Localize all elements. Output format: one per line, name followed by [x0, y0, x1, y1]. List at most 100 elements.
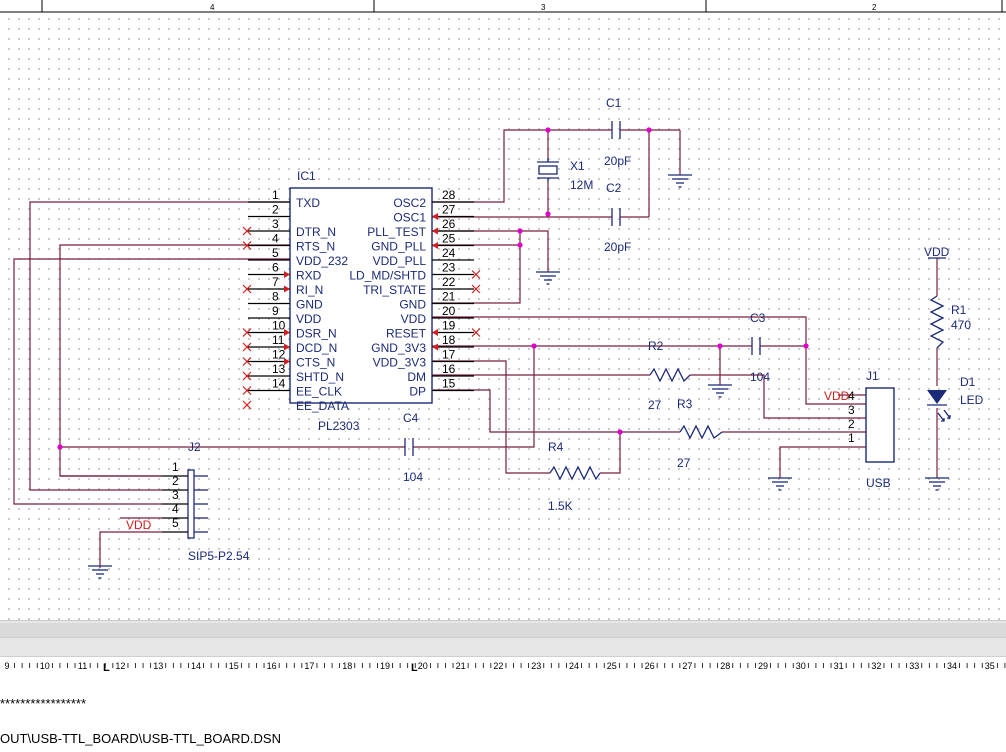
- ic1-pin-number: 22: [442, 275, 456, 289]
- pin-arrow: [432, 329, 438, 336]
- scroll-track[interactable]: [0, 623, 1006, 638]
- schematic-canvas[interactable]: 4 3 2: [0, 0, 1006, 620]
- capacitor-c1[interactable]: C1 20pF: [604, 96, 631, 168]
- ruler-tick-label: 35: [985, 661, 995, 671]
- pin-arrow: [432, 213, 438, 220]
- j2-pin: 5: [172, 516, 179, 530]
- zone-label: 3: [541, 3, 546, 12]
- capacitor-c4[interactable]: C4 104: [403, 411, 423, 484]
- ic1-pin-number: 23: [442, 261, 456, 275]
- ic1-pin-number: 17: [442, 348, 456, 362]
- r1-value: 470: [951, 318, 971, 332]
- j2-pin: 1: [172, 460, 179, 474]
- ic1-pin-number: 20: [442, 304, 456, 318]
- ic1-pin-name: GND: [296, 298, 323, 312]
- d1-ref: D1: [960, 375, 976, 389]
- ic1-pin-number: 10: [272, 319, 286, 333]
- ic1-pin-name: RI_N: [296, 283, 323, 297]
- ic1-pin-number: 28: [442, 188, 456, 202]
- j2-ref: J2: [188, 440, 201, 454]
- ic1-pin-name: VDD: [296, 312, 322, 326]
- j1-pin: 3: [848, 403, 855, 417]
- r1-ref: R1: [951, 303, 967, 317]
- ruler-tick-label: 31: [834, 661, 844, 671]
- r3-ref: R3: [677, 397, 693, 411]
- led-d1[interactable]: D1 LED: [927, 375, 984, 422]
- ic1-pin-number: 4: [272, 232, 279, 246]
- ic1[interactable]: IC1 PL2303 1TXD23DTR_N4RTS_N5VDD_2326RXD…: [242, 169, 481, 433]
- ic1-pin-name: PLL_TEST: [367, 225, 426, 239]
- ic1-pin-number: 12: [272, 348, 286, 362]
- ruler-tick-label: 27: [682, 661, 692, 671]
- wires: [13, 129, 938, 568]
- ruler-tick-label: 33: [909, 661, 919, 671]
- no-connect-mark: [242, 357, 252, 366]
- crystal-x1[interactable]: X1 12M: [537, 158, 593, 192]
- j2-pin: 4: [172, 502, 179, 516]
- c1-ref: C1: [606, 96, 622, 110]
- no-connect-mark: [242, 342, 252, 352]
- capacitor-c3[interactable]: C3 104: [750, 311, 770, 384]
- ruler-tick-label: 13: [153, 661, 163, 671]
- ruler-tick-label: 23: [531, 661, 541, 671]
- c2-ref: C2: [606, 181, 622, 195]
- horizontal-scrollbar[interactable]: [0, 620, 1006, 657]
- pin-arrow: [432, 343, 438, 351]
- resistor-r4[interactable]: R4 1.5K: [548, 440, 601, 513]
- r4-value: 1.5K: [548, 499, 573, 513]
- ic1-pin-number: 1: [272, 188, 279, 202]
- ic1-pin-name: OSC2: [393, 196, 426, 210]
- ruler-tick-label: 20: [418, 661, 428, 671]
- ic1-left-pins: 1TXD23DTR_N4RTS_N5VDD_2326RXD7RI_N8GND9V…: [242, 188, 349, 413]
- ic1-pin-name: TXD: [296, 196, 320, 210]
- ruler-tick-label: 17: [304, 661, 314, 671]
- ruler-tick-label: 16: [267, 661, 277, 671]
- schematic-diagram: 4 3 2: [0, 0, 1006, 579]
- ic1-pin-number: 16: [442, 362, 456, 376]
- ic1-pin-name: EE_DATA: [296, 399, 349, 413]
- ruler-tick-label: 30: [796, 661, 806, 671]
- ruler-tick-label: 24: [569, 661, 579, 671]
- ic1-pin-name: GND_3V3: [371, 341, 426, 355]
- pin-arrow: [284, 271, 290, 278]
- no-connect-mark: [471, 328, 481, 337]
- ic1-pin-number: 8: [272, 290, 279, 304]
- connector-j2[interactable]: 1 2 3 4 5 VDD J2 SIP5-P2.54: [126, 440, 250, 563]
- capacitor-c2[interactable]: C2 20pF: [604, 181, 631, 254]
- ruler-tick-label: 32: [871, 661, 881, 671]
- resistor-r1[interactable]: R1 470: [929, 295, 971, 349]
- ruler-tick-label: 11: [78, 661, 87, 671]
- j1-pin: 2: [848, 417, 855, 431]
- x1-ref: X1: [570, 159, 585, 173]
- r2-ref: R2: [648, 339, 664, 353]
- resistor-r2[interactable]: R2 27: [648, 339, 691, 412]
- j1-ref: J1: [866, 369, 879, 383]
- ic1-pin-number: 11: [272, 333, 285, 347]
- c4-value: 104: [403, 470, 423, 484]
- x1-value: 12M: [570, 178, 593, 192]
- no-connect-mark: [471, 270, 481, 279]
- no-connect-mark: [242, 241, 252, 250]
- resistor-r3[interactable]: R3 27: [677, 397, 723, 470]
- ruler-tick-label: 15: [229, 661, 239, 671]
- ic1-pin-name: DP: [409, 385, 426, 399]
- ic1-pin-number: 9: [272, 304, 279, 318]
- ic1-pin-name: DCD_N: [296, 341, 337, 355]
- ic1-pin-number: 18: [442, 333, 456, 347]
- ic1-pin-number: 14: [272, 377, 286, 391]
- zone-label: 2: [872, 3, 877, 12]
- ruler-tick-label: 26: [645, 661, 655, 671]
- ic1-pin-name: VDD: [401, 312, 427, 326]
- no-connect-mark: [242, 226, 252, 236]
- ic1-pin-number: 26: [442, 217, 456, 231]
- ic1-pin-name: GND: [399, 298, 426, 312]
- ruler-tick-label: 9: [4, 661, 9, 671]
- ruler-tick-label: 18: [342, 661, 352, 671]
- pin-arrow: [432, 242, 438, 249]
- connector-j1[interactable]: 4 3 2 1 VDD J1 USB: [824, 369, 895, 490]
- j2-value: SIP5-P2.54: [188, 549, 250, 563]
- c3-ref: C3: [750, 311, 766, 325]
